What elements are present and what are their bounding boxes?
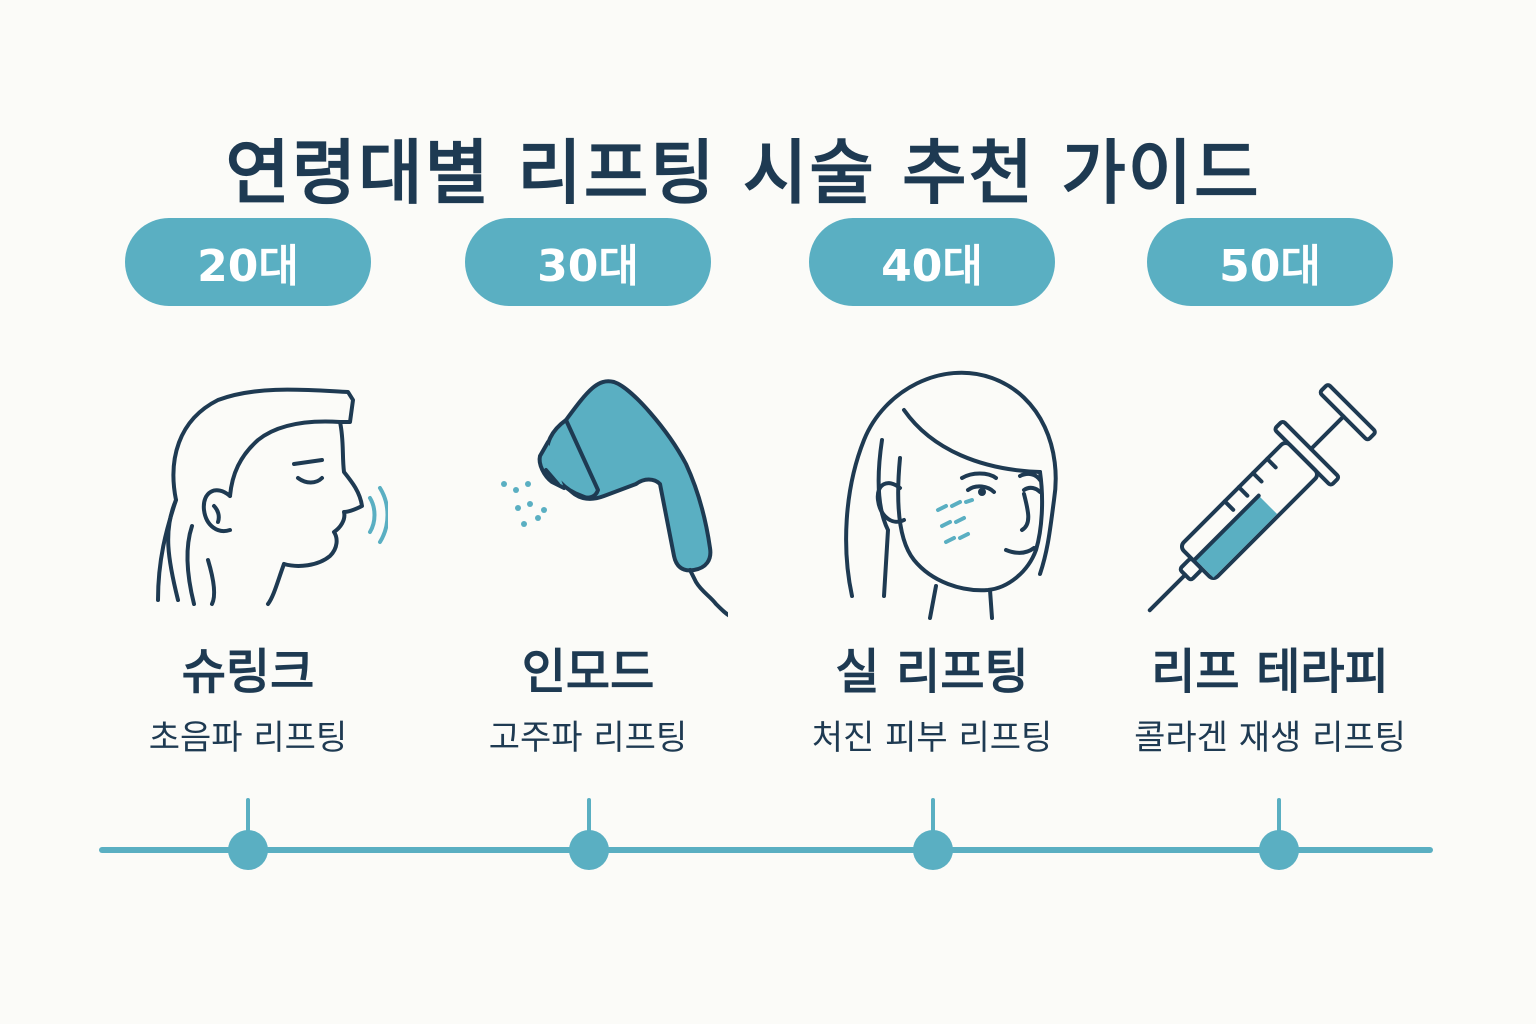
age-column-30s: 30대 인모드 고주파 리프팅 (418, 0, 758, 1024)
age-column-40s: 40대 (762, 0, 1102, 1024)
treatment-description: 콜라겐 재생 리프팅 (1134, 718, 1406, 758)
treatment-description: 초음파 리프팅 (148, 718, 348, 758)
treatment-name: 실 리프팅 (835, 644, 1029, 700)
page-title: 연령대별 리프팅 시술 추천 가이드 (225, 131, 1261, 214)
face-profile-ultrasound-icon (108, 360, 388, 620)
treatment-name: 슈링크 (181, 644, 315, 700)
age-column-50s: 50대 (1100, 0, 1440, 1024)
handheld-device-icon (448, 360, 728, 620)
treatment-name: 인모드 (521, 644, 655, 700)
treatment-description: 처진 피부 리프팅 (811, 718, 1053, 758)
age-badge: 20대 (125, 218, 371, 306)
age-column-20s: 20대 슈링크 초음파 리프팅 (78, 0, 418, 1024)
treatment-name: 리프 테라피 (1151, 644, 1389, 700)
age-badge: 30대 (465, 218, 711, 306)
syringe-icon (1130, 360, 1410, 620)
age-badge: 50대 (1147, 218, 1393, 306)
age-badge: 40대 (809, 218, 1055, 306)
treatment-description: 고주파 리프팅 (488, 718, 688, 758)
woman-face-icon (792, 360, 1072, 620)
